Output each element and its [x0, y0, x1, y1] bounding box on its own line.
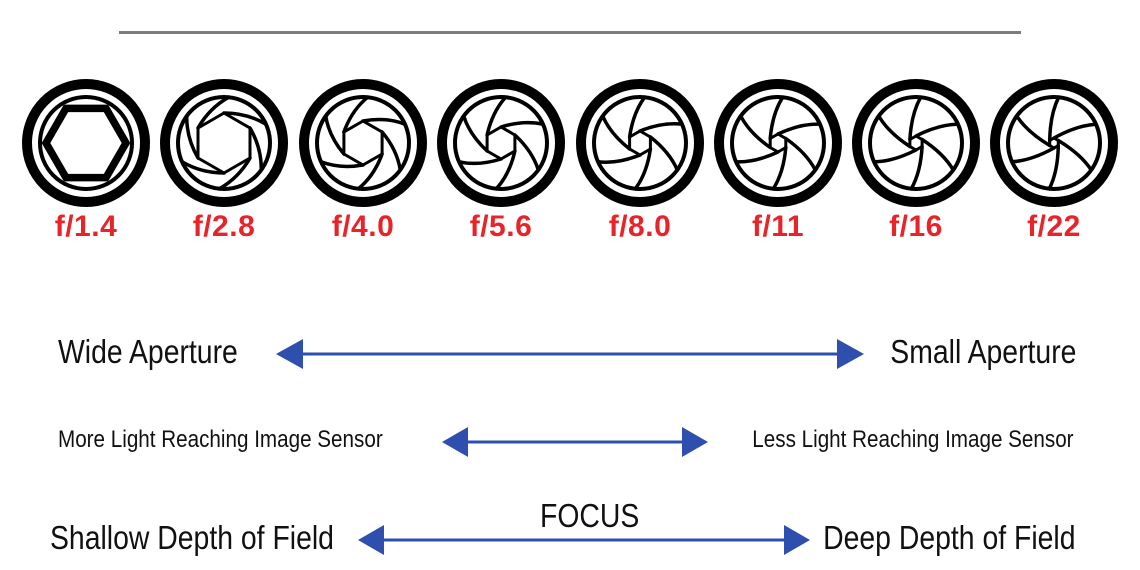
arrow-left-icon [276, 339, 303, 369]
fstop-label: f/11 [751, 210, 805, 243]
more-light-label: More Light Reaching Image Sensor [58, 426, 383, 453]
arrow-right-icon [682, 427, 708, 457]
fstop-label: f/4.0 [331, 210, 395, 243]
arrow-left-icon [358, 525, 384, 555]
aperture-icon [990, 79, 1118, 207]
aperture-row: f/1.4 f/2.8 f/4.0 f/5.6 f/8.0 f/11 f/16 … [0, 76, 1140, 256]
aperture-f8-0: f/8.0 [571, 76, 709, 256]
arrow-right-icon [784, 525, 810, 555]
aperture-icon [299, 79, 427, 207]
aperture-double-arrow [276, 339, 864, 369]
aperture-icon [160, 79, 288, 207]
fstop-label: f/22 [1027, 210, 1081, 243]
fstop-label: f/1.4 [54, 210, 118, 243]
aperture-f2-8: f/2.8 [155, 76, 293, 256]
aperture-f11: f/11 [709, 76, 847, 256]
aperture-icon [714, 79, 842, 207]
less-light-label: Less Light Reaching Image Sensor [752, 426, 1074, 453]
fstop-label: f/2.8 [192, 210, 256, 243]
shallow-dof-label: Shallow Depth of Field [50, 519, 334, 556]
top-divider-rule [119, 31, 1021, 34]
light-double-arrow [442, 427, 708, 457]
aperture-f16: f/16 [847, 76, 985, 256]
aperture-icon [437, 79, 565, 207]
aperture-f1-4: f/1.4 [17, 76, 155, 256]
focus-label: FOCUS [540, 497, 640, 534]
arrow-left-icon [442, 427, 468, 457]
aperture-icon [22, 79, 150, 207]
aperture-icon [852, 79, 980, 207]
fstop-label: f/8.0 [608, 210, 672, 243]
aperture-f5-6: f/5.6 [432, 76, 570, 256]
aperture-f22: f/22 [985, 76, 1123, 256]
aperture-f4-0: f/4.0 [294, 76, 432, 256]
focus-double-arrow [358, 525, 810, 555]
fstop-label: f/5.6 [469, 210, 533, 243]
arrow-right-icon [837, 339, 864, 369]
small-aperture-label: Small Aperture [889, 333, 1076, 370]
deep-dof-label: Deep Depth of Field [823, 519, 1076, 556]
fstop-label: f/16 [889, 210, 943, 243]
wide-aperture-label: Wide Aperture [58, 333, 238, 370]
aperture-icon [576, 79, 704, 207]
